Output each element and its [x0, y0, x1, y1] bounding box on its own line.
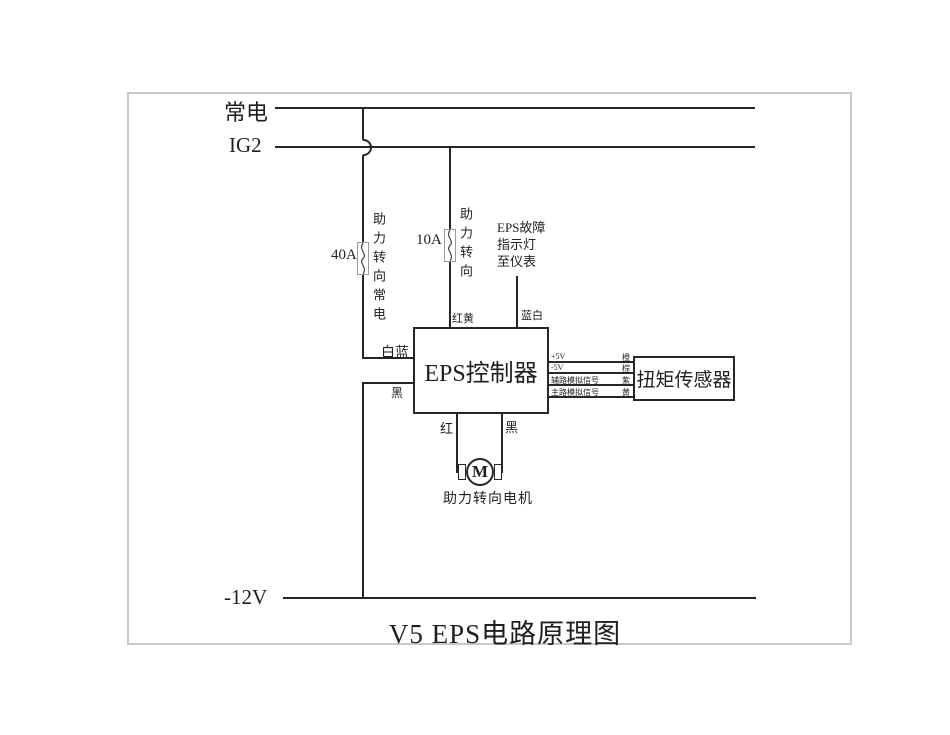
wire-branch-constant-upper — [362, 107, 364, 140]
fuse-10a-rating: 10A — [416, 232, 442, 248]
motor-symbol: M — [466, 458, 494, 486]
fuse-10a-symbol — [444, 229, 456, 262]
wire-branch-ground — [362, 382, 364, 599]
motor-symbol-letter: M — [471, 462, 489, 481]
wire-white-blue — [362, 357, 413, 359]
wire-sensor-aux-signal — [549, 384, 633, 386]
wire-constant-power-rail — [275, 107, 755, 109]
wire-crossover-hop — [363, 139, 372, 156]
indicator-note: EPS故障 指示灯 至仪表 — [497, 219, 545, 270]
wire-sensor-main-signal — [549, 396, 633, 398]
wire-color-aux-signal: 紫 — [622, 376, 630, 385]
wire-branch-indicator — [516, 276, 518, 328]
wire-label-aux-signal: 辅路模拟信号 — [551, 376, 599, 385]
wire-sensor-plus5v — [549, 361, 633, 363]
diagram-title: V5 EPS电路原理图 — [388, 619, 622, 649]
indicator-note-line3: 至仪表 — [497, 254, 537, 269]
eps-controller-box: EPS控制器 — [413, 327, 549, 414]
fuse-40a-symbol — [357, 242, 369, 275]
rail-label-ground: -12V — [224, 585, 268, 609]
motor-label: 助力转向电机 — [443, 492, 533, 507]
wire-color-plus5v: 橙 — [622, 353, 630, 362]
rail-label-constant-power: 常电 — [224, 100, 269, 125]
wire-motor-red — [456, 414, 458, 473]
wire-ground-rail — [283, 597, 756, 599]
wire-label-minus5v: -5V — [551, 363, 564, 372]
torque-sensor-label: 扭矩传感器 — [636, 370, 732, 391]
wire-label-red-yellow: 红黄 — [452, 313, 474, 325]
wire-label-blue-white: 蓝白 — [521, 310, 543, 322]
motor-brush-right — [494, 464, 502, 480]
rail-label-ig2: IG2 — [229, 133, 262, 157]
wire-color-minus5v: 棕 — [622, 364, 630, 373]
wire-label-white-blue: 白蓝 — [381, 346, 409, 361]
wire-label-motor-red: 红 — [440, 421, 454, 436]
wire-color-main-signal: 黄 — [622, 388, 630, 397]
wire-motor-black — [501, 414, 503, 473]
wire-sensor-minus5v — [549, 372, 633, 374]
wire-label-motor-black: 黑 — [505, 420, 519, 435]
wire-label-main-signal: 主路模拟信号 — [551, 388, 599, 397]
fuse-40a-rating: 40A — [331, 247, 357, 263]
indicator-note-line2: 指示灯 — [497, 237, 537, 252]
indicator-note-line1: EPS故障 — [497, 220, 546, 235]
wire-ig2-rail — [275, 146, 755, 148]
eps-controller-label: EPS控制器 — [424, 361, 538, 387]
fuse-10a-circuit-label: 助力转向 — [458, 207, 473, 283]
fuse-40a-circuit-label: 助力转向常电 — [371, 212, 386, 326]
wire-black-left — [362, 382, 413, 384]
wire-label-black-left: 黑 — [391, 386, 404, 400]
motor-brush-left — [458, 464, 466, 480]
wire-label-plus5v: +5V — [551, 352, 566, 361]
torque-sensor-box: 扭矩传感器 — [633, 356, 735, 401]
